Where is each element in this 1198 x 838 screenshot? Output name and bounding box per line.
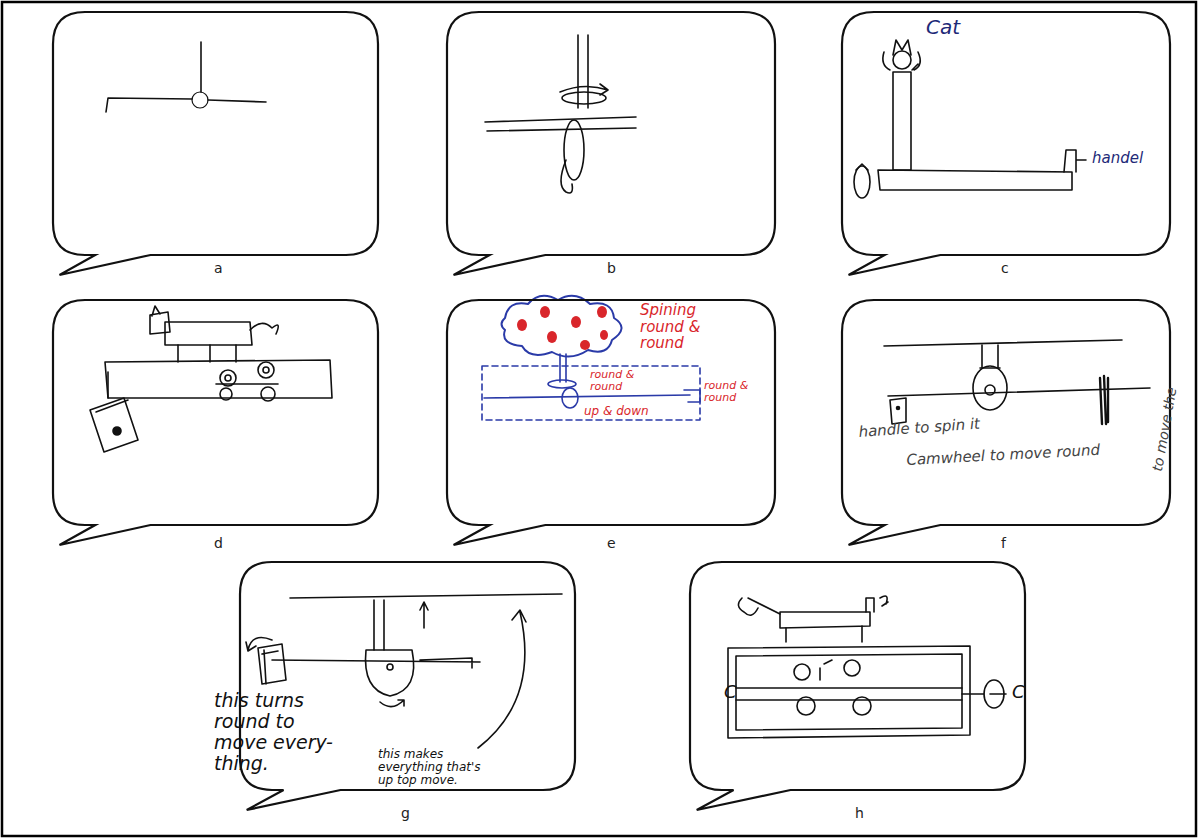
panel-letter: d xyxy=(214,536,223,551)
panel-letter: f xyxy=(1001,536,1006,551)
handwritten-label: this turns round to move every-thing. xyxy=(214,690,336,774)
speech-bubble: Spining round & round round & round round … xyxy=(447,300,775,525)
speech-bubble: a xyxy=(53,12,378,255)
panel-letter: g xyxy=(401,806,410,821)
handwritten-label: this makes everything that's up top move… xyxy=(378,748,482,788)
bubble-outline xyxy=(53,300,378,525)
handwritten-label: round & round xyxy=(704,380,766,404)
sketch-h xyxy=(728,596,1006,738)
sketch-f xyxy=(884,340,1150,424)
speech-bubble: handle to spin itCamwheel to move roundt… xyxy=(842,300,1170,525)
handwritten-label: C xyxy=(724,682,737,702)
speech-bubble: Cathandelc xyxy=(842,12,1170,255)
sketch-c xyxy=(854,40,1086,198)
panel-letter: c xyxy=(1001,261,1009,276)
sketch-b xyxy=(485,35,636,193)
bubble-outline-path xyxy=(53,300,378,545)
bubble-outline-path xyxy=(842,12,1170,275)
sketch-a xyxy=(106,42,266,112)
bubble-outline-path xyxy=(53,12,378,275)
handwritten-label: Cat xyxy=(926,16,960,38)
bubble-outline-path xyxy=(690,562,1025,810)
speech-bubble: b xyxy=(447,12,775,255)
handwritten-label: Camwheel to move round xyxy=(906,442,1100,469)
bubble-outline-path xyxy=(842,300,1170,545)
speech-bubble: this turns round to move every-thing.thi… xyxy=(240,562,575,790)
handwritten-label: to move the xyxy=(1150,386,1180,472)
handwritten-label: handel xyxy=(1092,150,1143,167)
panel-letter: h xyxy=(855,806,864,821)
speech-bubble: d xyxy=(53,300,378,525)
panel-letter: b xyxy=(607,261,616,276)
bubble-outline-path xyxy=(447,12,775,275)
bubble-outline-path xyxy=(447,300,775,545)
handwritten-label: up & down xyxy=(584,405,649,418)
bubble-outline xyxy=(842,300,1170,525)
handwritten-label: handle to spin it xyxy=(858,416,980,441)
bubble-outline xyxy=(447,12,775,255)
speech-bubble: CCh xyxy=(690,562,1025,790)
bubble-outline xyxy=(690,562,1025,790)
handwritten-label: C xyxy=(1012,682,1025,702)
bubble-outline xyxy=(53,12,378,255)
sketch-d xyxy=(90,306,332,452)
bubble-outline-path xyxy=(240,562,575,810)
handwritten-label: Spining round & round xyxy=(640,302,736,352)
bubble-outline xyxy=(842,12,1170,255)
handwritten-label: round & round xyxy=(590,369,652,393)
panel-letter: e xyxy=(607,536,616,551)
panel-letter: a xyxy=(214,261,223,276)
